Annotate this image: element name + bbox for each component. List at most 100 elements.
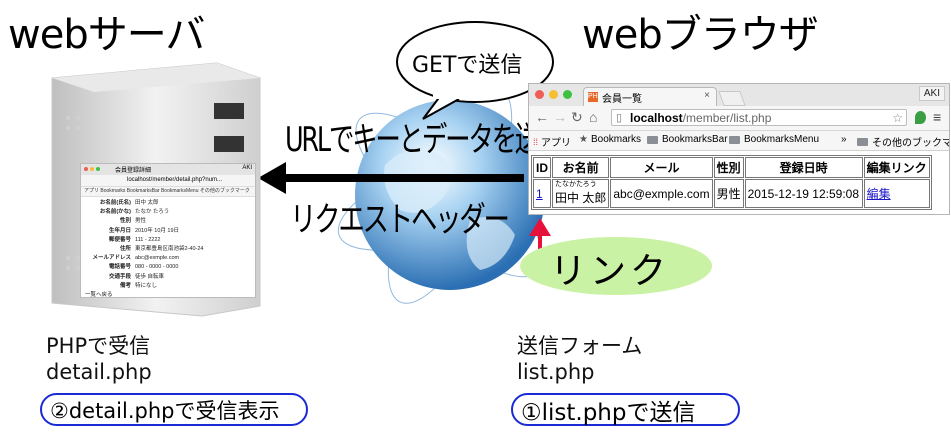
apps-bookmark[interactable]: ⁞⁞アプリ (533, 134, 572, 150)
name-kana: たなかたろう (555, 181, 597, 188)
col-edit: 編集リンク (863, 157, 930, 178)
detail-row: 住所東京都豊島区南池袋2-40-24 (85, 245, 251, 254)
right-step-pill: ①list.phpで送信 (511, 393, 740, 426)
back-link[interactable]: 一覧へ戻る (85, 292, 113, 298)
tab-member-list[interactable]: PHP 会員一覧 × (583, 87, 717, 106)
detail-row: お名前(かな) たなか たろう (85, 208, 251, 217)
tab-title: 会員一覧 (602, 93, 642, 105)
more-bookmarks-chevron[interactable]: » (841, 134, 847, 145)
star-icon: ★ (579, 134, 588, 145)
bubble-text: GETで送信 (412, 53, 523, 78)
page-icon: ▯ (616, 112, 623, 124)
detail-value: abc@exmple.com (135, 255, 180, 262)
bookmarksmenu-label: BookmarksMenu (744, 134, 820, 145)
bookmarks-bookmark[interactable]: ★Bookmarks (579, 134, 641, 145)
member-table: ID お名前 メール 性別 登録日時 編集リンク 1 たなかたろう田中 太郎 a… (531, 155, 932, 210)
bookmarks-label: Bookmarks (590, 134, 641, 145)
page-content: ID お名前 メール 性別 登録日時 編集リンク 1 たなかたろう田中 太郎 a… (529, 151, 949, 214)
minimize-window-button[interactable] (549, 90, 558, 99)
new-tab-button[interactable] (718, 91, 746, 106)
browser-toolbar: ← → ↻ ⌂ ▯ localhost/member/list.php ☆ ≡ (529, 106, 949, 131)
detail-row: 交通手段徒歩 自転車 (85, 273, 251, 282)
col-gender: 性別 (713, 157, 744, 178)
detail-row: メールアドレス abc@exmple.com (85, 254, 251, 263)
apps-grid-icon: ⁞⁞ (533, 136, 539, 147)
detail-row: お名前(氏名)田中 太郎 (85, 199, 251, 208)
right-caption-1: 送信フォーム (517, 334, 643, 358)
speech-bubble (396, 21, 554, 120)
name-cell: たなかたろう田中 太郎 (552, 179, 610, 208)
request-arrow (258, 162, 524, 194)
other-bookmarks-label: その他のブックマーク (872, 138, 949, 149)
browser-titlebar: PHP 会員一覧 × AKI (529, 84, 949, 106)
forward-arrow-icon[interactable]: → (553, 109, 567, 125)
url-host: localhost (630, 111, 683, 125)
detail-key: メールアドレス (92, 255, 131, 262)
folder-icon (857, 137, 868, 146)
detail-key: 住所 (119, 246, 131, 253)
gender-cell: 男性 (713, 179, 744, 208)
mini-max-dot (96, 167, 100, 171)
left-caption-2: detail.php (46, 360, 152, 384)
mini-tab-title: 会員登録詳細 (115, 168, 152, 174)
bookmarks-bar: ⁞⁞アプリ ★Bookmarks BookmarksBar BookmarksM… (529, 131, 949, 151)
link-label: リンク (550, 251, 671, 292)
left-step-pill: ②detail.phpで受信表示 (40, 393, 308, 426)
reload-icon[interactable]: ↻ (571, 109, 583, 125)
detail-row: 性別男性 (85, 217, 251, 226)
col-name: お名前 (552, 157, 610, 178)
list-browser-window: PHP 会員一覧 × AKI ← → ↻ ⌂ ▯ localhost/membe… (528, 83, 950, 215)
detail-browser-window: 会員登録詳細 AKI localhost/member/detail.php?n… (80, 163, 256, 298)
mini-close-dot (84, 167, 88, 171)
table-header-row: ID お名前 メール 性別 登録日時 編集リンク (533, 157, 930, 178)
detail-key: 備考 (119, 282, 131, 289)
detail-value: 徒歩 自転車 (135, 273, 165, 280)
detail-value: 男性 (135, 218, 147, 225)
bookmarksmenu-folder[interactable]: BookmarksMenu (729, 134, 819, 145)
mini-bookmarks: アプリ Bookmarks BookmarksBar BookmarksMenu… (81, 187, 255, 197)
date-cell: 2015-12-19 12:59:08 (744, 179, 863, 208)
link-ellipse (520, 237, 712, 295)
other-bookmarks-folder[interactable]: その他のブックマーク (857, 134, 949, 149)
name-kanji: 田中 太郎 (555, 191, 607, 205)
back-arrow-icon[interactable]: ← (535, 109, 549, 125)
table-row: 1 たなかたろう田中 太郎 abc@exmple.com 男性 2015-12-… (533, 179, 930, 208)
email-cell: abc@exmple.com (610, 179, 713, 208)
folder-icon (647, 135, 658, 144)
tab-close-icon[interactable]: × (704, 90, 710, 101)
edit-link[interactable]: 編集 (866, 187, 891, 201)
detail-key: 電話番号 (108, 264, 131, 271)
bookmark-star-icon[interactable]: ☆ (892, 111, 903, 125)
detail-value: 東京都豊島区南池袋2-40-24 (135, 246, 204, 253)
detail-key: 郵便番号 (108, 236, 131, 243)
detail-key: お名前(かな) (99, 209, 131, 216)
request-header-text: リクエストヘッダー (290, 200, 510, 240)
detail-value: 2010年 10月 19日 (135, 227, 180, 234)
apps-label: アプリ (541, 138, 572, 149)
web-server-title: webサーバ (8, 12, 205, 58)
web-browser-title: webブラウザ (582, 12, 819, 58)
url-path: /member/list.php (682, 111, 772, 125)
close-window-button[interactable] (535, 90, 544, 99)
maximize-window-button[interactable] (563, 90, 572, 99)
address-bar[interactable]: ▯ localhost/member/list.php ☆ (611, 109, 907, 126)
detail-value: 田中 太郎 (135, 200, 159, 206)
detail-key: 性別 (119, 218, 131, 225)
id-link[interactable]: 1 (536, 186, 543, 201)
left-caption-1: PHPで受信 (46, 334, 151, 358)
right-caption-2: list.php (517, 360, 595, 384)
detail-value: 特になし (135, 282, 158, 289)
col-date: 登録日時 (744, 157, 863, 178)
bookmarksbar-folder[interactable]: BookmarksBar (647, 134, 728, 145)
folder-icon (729, 135, 740, 144)
home-icon[interactable]: ⌂ (589, 109, 598, 125)
menu-icon[interactable]: ≡ (933, 109, 942, 125)
request-text: URLでキーとデータを送信 (285, 120, 564, 160)
profile-button[interactable]: AKI (918, 86, 945, 101)
extension-icon[interactable] (915, 111, 926, 124)
detail-value: たなか たろう (135, 209, 170, 216)
